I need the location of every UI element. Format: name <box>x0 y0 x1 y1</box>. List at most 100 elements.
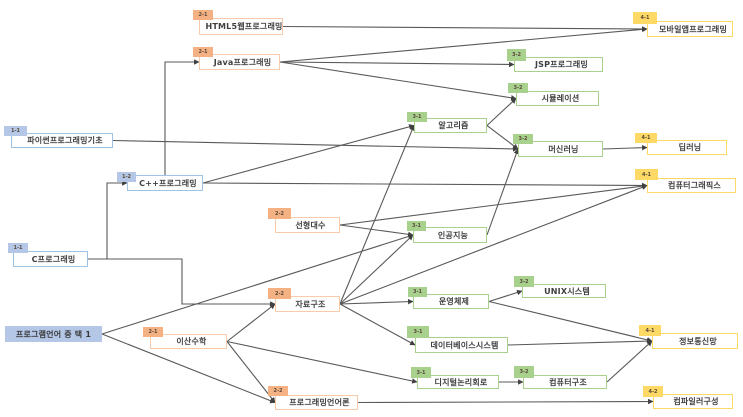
edge-cpp-to-java <box>164 59 200 175</box>
course-node-database-systems[interactable]: 3-1 데이터베이스시스템 <box>407 326 508 353</box>
course-label: 컴파일러구성 <box>673 397 719 406</box>
edge-ml-to-dl <box>602 144 648 151</box>
edge-cpp-to-cg <box>202 182 648 189</box>
course-label: 머신러닝 <box>548 144 579 154</box>
edge-db-to-net <box>507 338 653 346</box>
edge-java-to-mobile <box>279 26 648 63</box>
edge-ds-to-db <box>339 303 416 346</box>
semester-tag: 1-1 <box>8 243 28 253</box>
semester-tag: 4-1 <box>635 133 657 143</box>
course-node-computer-architecture[interactable]: 3-2 컴퓨터구조 <box>514 366 607 389</box>
course-label: JSP프로그래밍 <box>534 60 588 69</box>
edge-linear-to-ai <box>339 224 414 238</box>
semester-tag: 3-2 <box>507 49 526 61</box>
semester-tag: 2-2 <box>268 208 291 219</box>
edge-ds-to-ai <box>339 234 414 305</box>
semester-tag: 3-2 <box>508 83 528 93</box>
semester-tag: 4-1 <box>639 325 661 336</box>
edge-java-to-jsp <box>279 61 515 68</box>
edge-linear-to-cg <box>339 183 648 226</box>
edge-algo-to-ml <box>486 125 519 150</box>
course-node-java-programming[interactable]: 2-1 Java프로그래밍 <box>193 47 280 70</box>
course-node-mobile-app-programming[interactable]: 4-1 모바일앱프로그래밍 <box>633 12 733 37</box>
semester-tag: 3-2 <box>514 366 534 378</box>
semester-tag: 3-2 <box>513 134 533 144</box>
course-label: C++프로그래밍 <box>139 178 197 188</box>
semester-tag: 2-1 <box>193 47 213 57</box>
course-node-machine-learning[interactable]: 3-2 머신러닝 <box>513 134 603 157</box>
course-label: 데이터베이스시스템 <box>430 340 499 350</box>
semester-tag: 4-1 <box>635 169 658 180</box>
semester-tag: 3-1 <box>407 221 426 231</box>
semester-tag: 2-1 <box>143 327 163 337</box>
edge-ai-to-ml <box>486 148 519 236</box>
course-node-operating-systems[interactable]: 3-1 운영체제 <box>408 287 489 309</box>
edge-choice-to-ai <box>101 233 414 335</box>
course-label: 선형대수 <box>295 220 326 230</box>
course-node-data-structures[interactable]: 2-2 자료구조 <box>268 288 340 312</box>
course-node-programming-language-theory[interactable]: 2-2 프로그래밍언어론 <box>268 386 358 410</box>
edge-algo-to-sim <box>486 98 517 126</box>
semester-tag: 3-1 <box>407 112 427 122</box>
course-label: 정보통신망 <box>679 336 717 346</box>
course-label: 프로그램언어 중 택 1 <box>15 329 92 339</box>
edge-ds-to-os <box>339 298 414 305</box>
course-node-jsp-programming[interactable]: 3-2 JSP프로그래밍 <box>507 49 603 72</box>
edge-ds-to-algo <box>339 124 415 305</box>
edge-choice-to-plt <box>101 333 276 404</box>
semester-tag: 1-2 <box>117 172 136 182</box>
course-node-artificial-intelligence[interactable]: 3-1 인공지능 <box>407 221 487 243</box>
course-node-linear-algebra[interactable]: 2-2 선형대수 <box>268 208 340 233</box>
semester-tag: 3-1 <box>408 287 427 297</box>
semester-tag: 2-2 <box>268 288 291 299</box>
course-label: HTML5웹프로그래밍 <box>205 22 283 31</box>
edge-plt-to-compiler <box>357 398 654 405</box>
course-label: UNIX시스템 <box>544 286 590 296</box>
course-node-compiler-construction[interactable]: 4-2 컴파일러구성 <box>643 386 733 409</box>
course-node-digital-logic-circuits[interactable]: 3-1 디지털논리회로 <box>411 367 499 389</box>
course-node-computer-graphics[interactable]: 4-1 컴퓨터그래픽스 <box>635 169 736 193</box>
semester-tag: 1-1 <box>4 126 27 136</box>
course-node-deep-learning[interactable]: 4-1 딥러닝 <box>635 133 727 155</box>
edge-discrete-to-dlc <box>226 340 418 384</box>
course-label: C프로그래밍 <box>31 254 76 264</box>
course-label: 자료구조 <box>295 299 326 309</box>
semester-tag: 2-1 <box>193 10 213 20</box>
edge-ds-to-cg <box>339 184 648 305</box>
semester-tag: 2-2 <box>268 386 288 396</box>
semester-tag: 3-1 <box>411 367 431 378</box>
course-label: 시뮬레이션 <box>541 94 580 103</box>
course-label: 컴퓨터그래픽스 <box>668 181 721 190</box>
course-node-discrete-math[interactable]: 2-1 이산수학 <box>143 327 227 349</box>
course-node-c-programming[interactable]: 1-1 C프로그래밍 <box>8 243 88 267</box>
edge-python-to-ml <box>112 139 519 152</box>
edge-c-to-cpp <box>88 180 128 260</box>
course-label: 딥러닝 <box>678 143 702 152</box>
course-node-algorithms[interactable]: 3-1 알고리즘 <box>407 112 487 133</box>
course-node-html5-web[interactable]: 2-1 HTML5웹프로그래밍 <box>193 10 283 35</box>
edge-cpp-to-algo <box>202 124 415 184</box>
semester-tag: 3-2 <box>514 276 534 287</box>
course-node-simulation[interactable]: 3-2 시뮬레이션 <box>508 83 599 106</box>
course-node-cpp-programming[interactable]: 1-2 C++프로그래밍 <box>117 172 203 191</box>
course-node-unix-systems[interactable]: 3-2 UNIX시스템 <box>514 276 606 298</box>
edge-c-to-ds <box>88 258 276 307</box>
course-node-telecommunication-networks[interactable]: 4-1 정보통신망 <box>639 325 738 349</box>
course-label: 이산수학 <box>176 337 207 346</box>
course-label: 파이썬프로그래밍기초 <box>27 136 103 145</box>
edge-discrete-to-ds <box>226 303 276 342</box>
course-label: 디지털논리회로 <box>434 377 488 387</box>
course-node-language-choice[interactable]: 프로그램언어 중 택 1 <box>5 326 102 342</box>
course-label: 인공지능 <box>437 230 469 240</box>
edge-os-to-unix <box>488 289 523 303</box>
semester-tag: 3-1 <box>407 326 429 338</box>
edge-discrete-to-plt <box>226 341 276 403</box>
course-node-python-basics[interactable]: 1-1 파이썬프로그래밍기초 <box>4 126 113 148</box>
edge-arch-to-net <box>606 340 653 383</box>
edge-java-to-sim <box>279 61 517 101</box>
course-label: 운영체제 <box>438 297 470 306</box>
semester-tag: 4-2 <box>643 386 663 397</box>
edge-html5-to-mobile <box>282 25 648 32</box>
